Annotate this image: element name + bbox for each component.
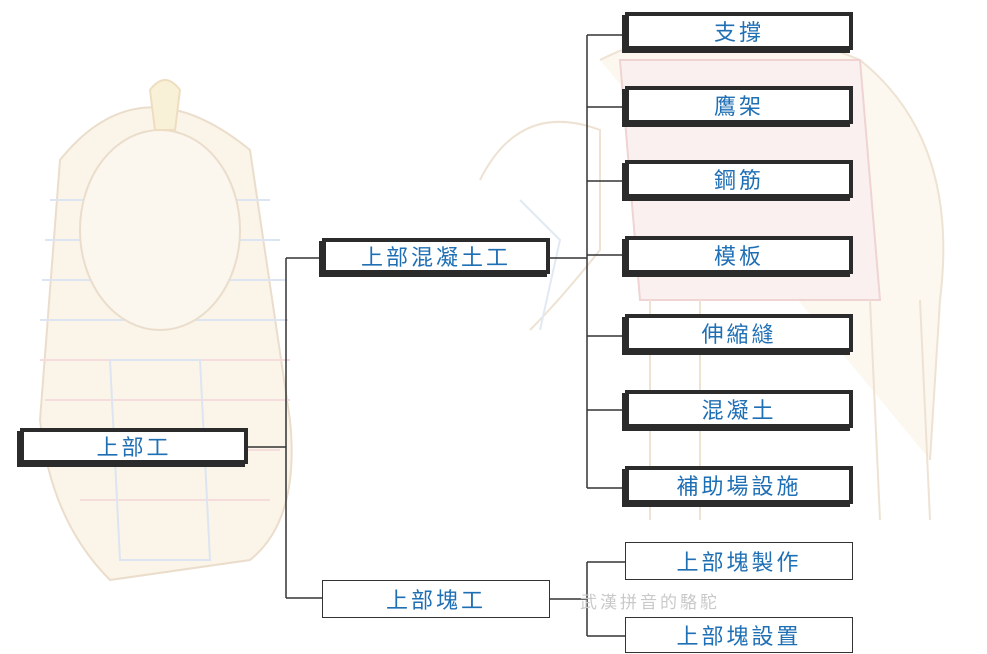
node-concrete: 混凝土 bbox=[625, 390, 853, 428]
node-auxiliary-facilities: 補助場設施 bbox=[625, 466, 853, 504]
node-scaffold: 鷹架 bbox=[625, 86, 853, 124]
node-rebar: 鋼筋 bbox=[625, 160, 853, 198]
node-expansion-joint: 伸縮縫 bbox=[625, 314, 853, 352]
node-root: 上部工 bbox=[20, 428, 248, 464]
node-block-fabrication: 上部塊製作 bbox=[625, 542, 853, 580]
connector-block-group bbox=[550, 561, 625, 637]
connector-concrete-group bbox=[550, 34, 625, 489]
node-formwork: 模板 bbox=[625, 236, 853, 274]
watermark-caption: 武漢拼音的駱駝 bbox=[580, 593, 720, 613]
node-concrete-branch: 上部混凝土工 bbox=[322, 238, 550, 274]
node-block-installation: 上部塊設置 bbox=[625, 617, 853, 653]
connector-root-branches bbox=[248, 257, 322, 599]
node-block-branch: 上部塊工 bbox=[322, 580, 550, 618]
node-support: 支撐 bbox=[625, 12, 853, 50]
